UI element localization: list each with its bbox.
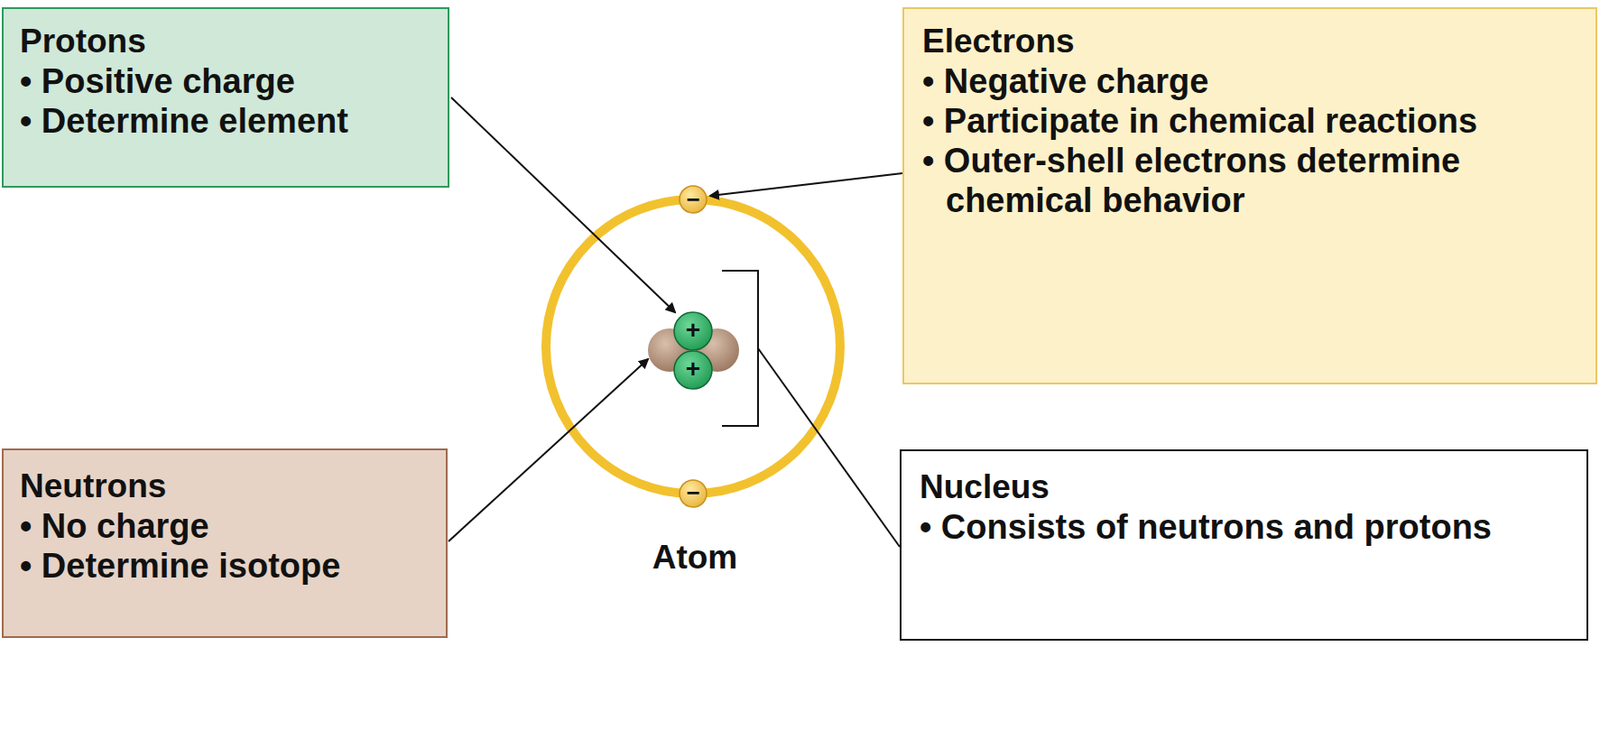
bullet-text: • Positive charge — [19, 61, 434, 102]
electron-shell — [545, 199, 841, 494]
electrons-box: Electrons• Negative charge• Participate … — [902, 7, 1598, 385]
box-heading: Neutrons — [19, 466, 432, 507]
protons-box: Protons• Positive charge• Determine elem… — [1, 7, 450, 188]
bullet-text: • Determine isotope — [19, 545, 432, 586]
nucleus-bracket — [721, 270, 759, 426]
proton-sign: + — [685, 317, 701, 343]
leader-line — [710, 173, 903, 196]
proton-sphere — [674, 351, 713, 389]
electron-sign: − — [685, 187, 700, 212]
leader-line — [448, 359, 648, 542]
atom-caption: Atom — [652, 540, 739, 574]
bullet-text: • No charge — [19, 506, 432, 546]
box-heading: Electrons — [922, 21, 1533, 62]
electron-sphere — [679, 185, 707, 213]
box-heading: Nucleus — [919, 467, 1573, 508]
proton-sphere — [674, 312, 713, 351]
bullet-text: • Negative charge — [922, 61, 1533, 102]
bullet-text: • Outer-shell electrons determine chemic… — [922, 140, 1533, 221]
box-heading: Protons — [19, 21, 434, 62]
leader-line — [758, 348, 900, 547]
electron-sign: − — [685, 480, 700, 505]
bullet-text: • Participate in chemical reactions — [922, 101, 1533, 141]
bullet-text: • Determine element — [19, 101, 434, 141]
neutrons-box: Neutrons• No charge• Determine isotope — [1, 448, 448, 639]
bullet-text: • Consists of neutrons and protons — [919, 507, 1573, 547]
proton-sign: + — [685, 356, 701, 382]
nucleus-box: Nucleus• Consists of neutrons and proton… — [899, 449, 1589, 641]
electron-sphere — [679, 480, 707, 508]
leader-line — [451, 97, 676, 313]
